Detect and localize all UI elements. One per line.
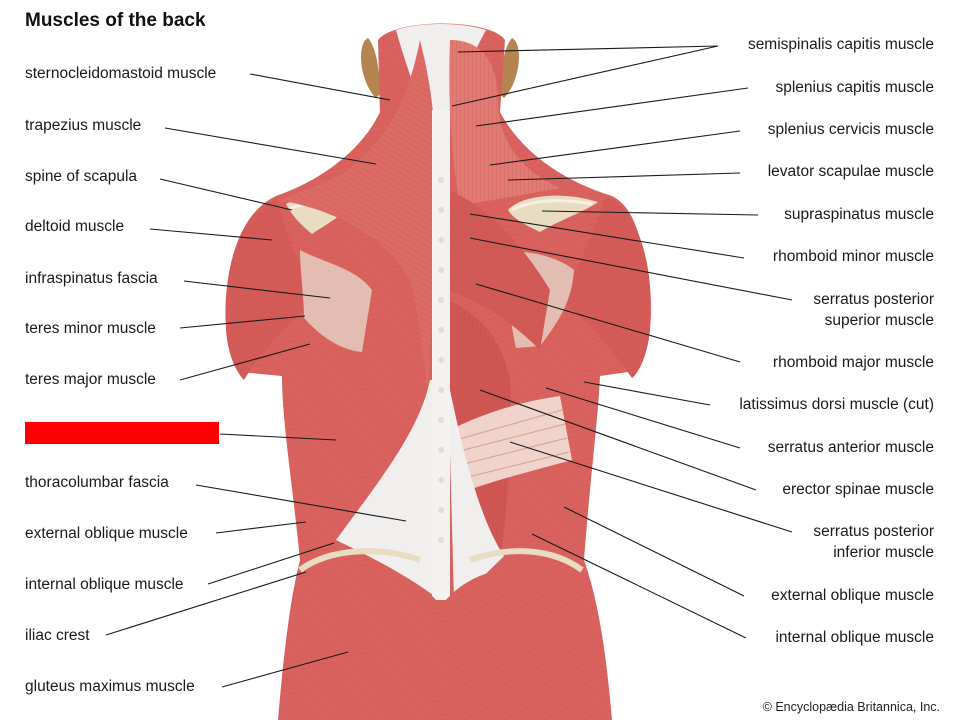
label-supraspinatus: supraspinatus muscle	[784, 204, 934, 225]
copyright-credit: © Encyclopædia Britannica, Inc.	[763, 700, 940, 714]
label-serratus-posterior-inferior-2: inferior muscle	[833, 542, 934, 563]
label-rhomboid-minor: rhomboid minor muscle	[773, 246, 934, 267]
label-levator-scapulae: levator scapulae muscle	[768, 161, 934, 182]
label-serratus-posterior-superior-1: serratus posterior	[813, 289, 934, 310]
leader-external-oblique-left	[216, 522, 306, 533]
label-iliac-crest: iliac crest	[25, 625, 90, 646]
spinal-column	[432, 110, 450, 600]
leader-splenius-capitis	[476, 88, 748, 126]
label-trapezius: trapezius muscle	[25, 115, 141, 136]
leader-latissimus-right	[584, 382, 710, 405]
label-splenius-capitis: splenius capitis muscle	[775, 77, 934, 98]
label-rhomboid-major: rhomboid major muscle	[773, 352, 934, 373]
label-teres-minor: teres minor muscle	[25, 318, 156, 339]
label-teres-major: teres major muscle	[25, 369, 156, 390]
label-splenius-cervicis: splenius cervicis muscle	[768, 119, 934, 140]
label-external-oblique-left: external oblique muscle	[25, 523, 188, 544]
leader-trapezius	[165, 128, 376, 164]
label-deltoid: deltoid muscle	[25, 216, 124, 237]
redaction-box	[25, 422, 219, 444]
diagram-title: Muscles of the back	[25, 10, 206, 32]
label-spine-of-scapula: spine of scapula	[25, 166, 137, 187]
label-sternocleidomastoid: sternocleidomastoid muscle	[25, 63, 216, 84]
label-internal-oblique-left: internal oblique muscle	[25, 574, 184, 595]
label-serratus-posterior-inferior-1: serratus posterior	[813, 521, 934, 542]
label-serratus-anterior: serratus anterior muscle	[768, 437, 934, 458]
label-serratus-posterior-superior-2: superior muscle	[825, 310, 934, 331]
label-thoracolumbar-fascia: thoracolumbar fascia	[25, 472, 169, 493]
label-semispinalis-capitis: semispinalis capitis muscle	[748, 34, 934, 55]
label-erector-spinae: erector spinae muscle	[782, 479, 934, 500]
label-infraspinatus-fascia: infraspinatus fascia	[25, 268, 158, 289]
label-latissimus-dorsi: latissimus dorsi muscle (cut)	[739, 394, 934, 415]
label-gluteus-maximus: gluteus maximus muscle	[25, 676, 195, 697]
label-external-oblique-right: external oblique muscle	[771, 585, 934, 606]
leader-splenius-cervicis	[490, 131, 740, 165]
leader-spine-of-scapula	[160, 179, 292, 210]
label-internal-oblique-right: internal oblique muscle	[775, 627, 934, 648]
